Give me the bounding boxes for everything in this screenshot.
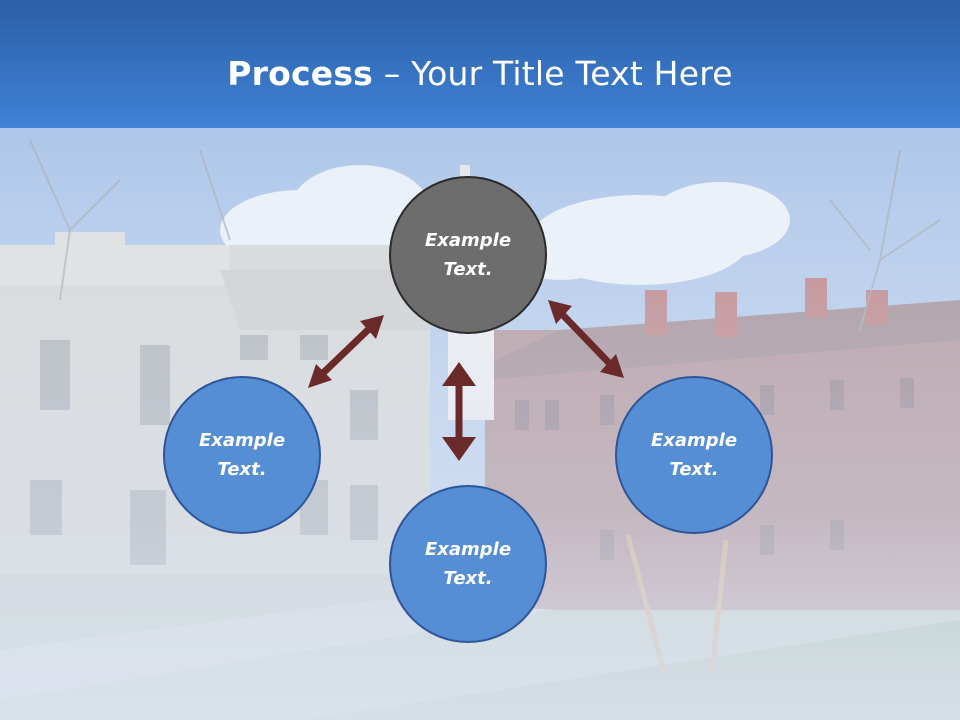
node-left[interactable]: Example Text. [163,376,321,534]
slide-title: Process – Your Title Text Here [0,52,960,96]
node-top[interactable]: Example Text. [389,176,547,334]
node-right[interactable]: Example Text. [615,376,773,534]
title-bold: Process [227,54,374,93]
title-rest: – Your Title Text Here [373,54,733,93]
node-bottom[interactable]: Example Text. [389,485,547,643]
